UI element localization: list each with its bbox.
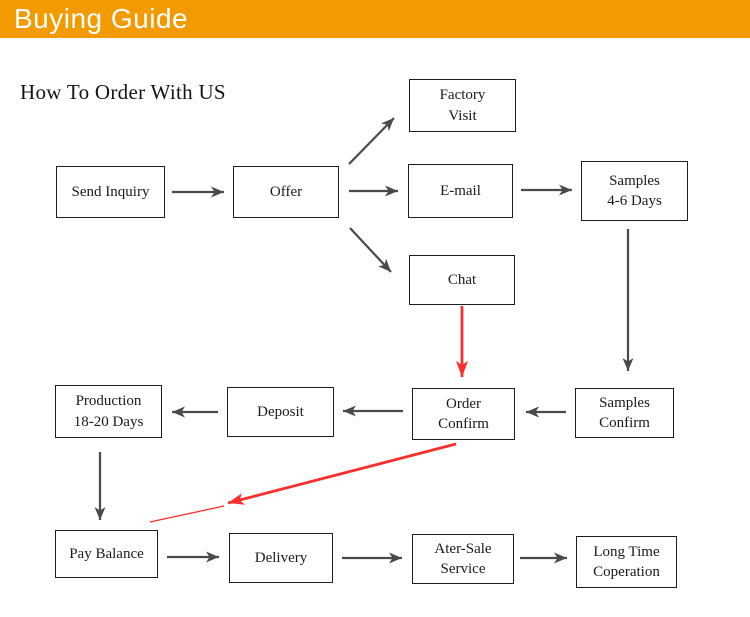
node-label: Long Time Coperation: [593, 543, 660, 580]
arrow-offer-to-factory-visit: [348, 117, 395, 165]
node-samples-lead-time: Samples 4-6 Days: [581, 161, 688, 221]
node-email: E-mail: [408, 164, 513, 218]
node-label: Ater-Sale Service: [434, 540, 492, 577]
node-offer: Offer: [233, 166, 339, 218]
node-label: Delivery: [254, 549, 308, 566]
node-label: Factory Visit: [439, 87, 486, 124]
arrow-order-confirm-to-pay-balance-tail: [149, 505, 225, 523]
node-label: Samples 4-6 Days: [607, 172, 662, 209]
node-label: Offer: [269, 183, 303, 200]
arrow-offer-to-chat: [349, 227, 392, 273]
header-banner: Buying Guide: [0, 0, 750, 38]
node-after-sale-service: Ater-Sale Service: [412, 534, 514, 584]
node-chat: Chat: [409, 255, 515, 305]
node-label: Deposit: [257, 403, 304, 420]
arrow-order-confirm-to-pay-balance: [227, 442, 457, 505]
node-label: Production 18-20 Days: [73, 393, 144, 430]
node-label: E-mail: [440, 182, 481, 199]
node-label: Chat: [447, 271, 477, 288]
section-title: How To Order With US: [20, 80, 226, 104]
node-factory-visit: Factory Visit: [409, 79, 516, 132]
node-label: Send Inquiry: [71, 183, 150, 200]
node-pay-balance: Pay Balance: [55, 530, 158, 578]
page-title: Buying Guide: [14, 3, 189, 34]
node-label: Pay Balance: [69, 545, 144, 562]
node-send-inquiry: Send Inquiry: [56, 166, 165, 218]
node-long-time-cooperation: Long Time Coperation: [576, 536, 677, 588]
node-label: Samples Confirm: [599, 394, 650, 431]
node-order-confirm: Order Confirm: [412, 388, 515, 440]
node-deposit: Deposit: [227, 387, 334, 437]
node-samples-confirm: Samples Confirm: [575, 388, 674, 438]
node-label: Order Confirm: [438, 395, 489, 432]
node-production-lead-time: Production 18-20 Days: [55, 385, 162, 438]
node-delivery: Delivery: [229, 533, 333, 583]
